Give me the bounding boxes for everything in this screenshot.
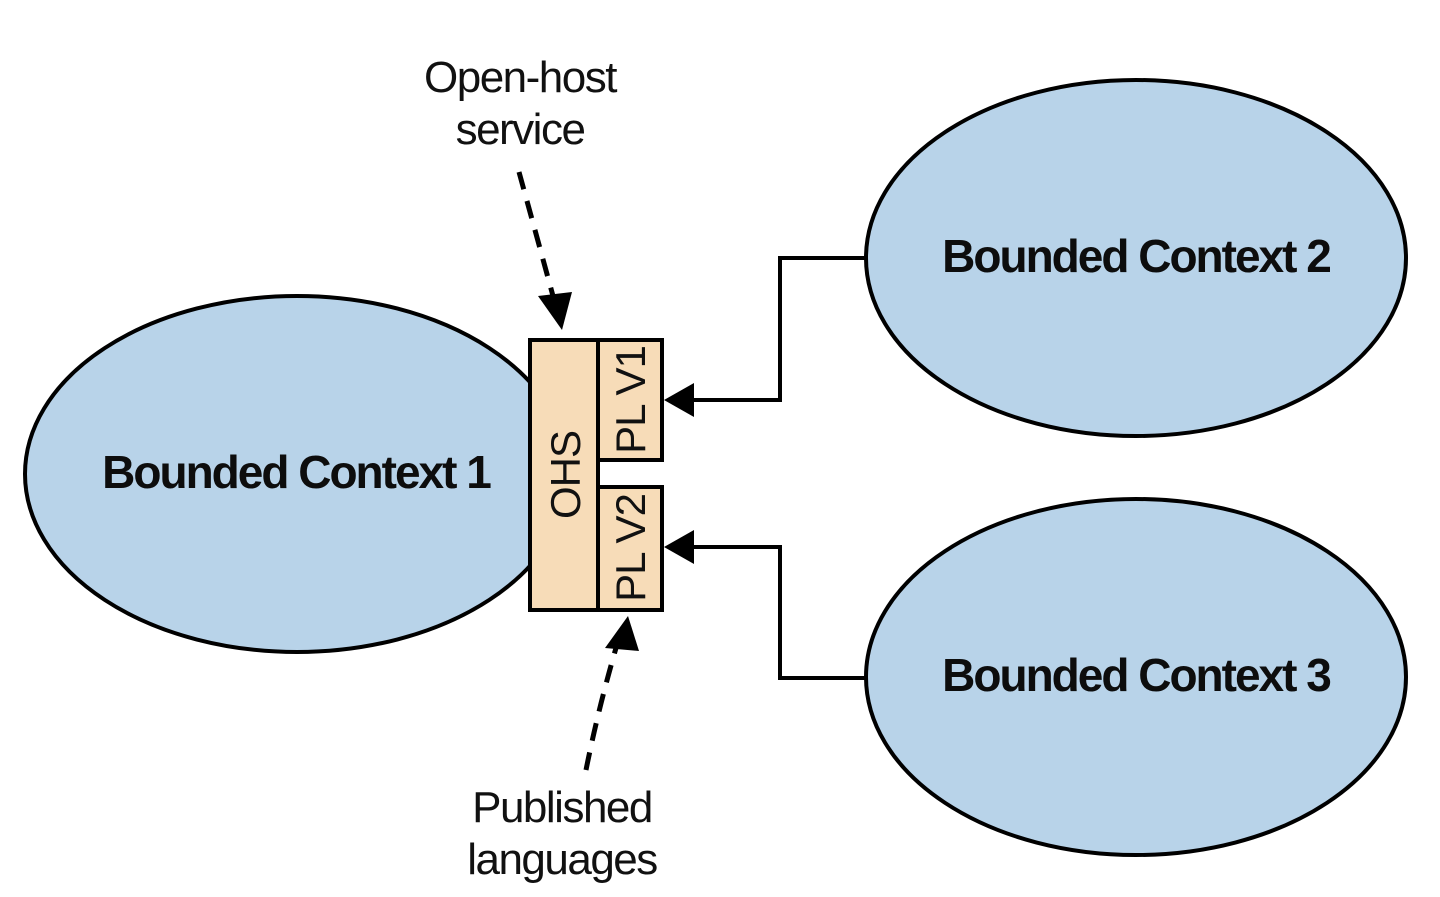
published-languages-annotation: Published languages	[467, 616, 659, 884]
bounded-context-2-label: Bounded Context 2	[942, 230, 1330, 282]
arrowhead-down-icon	[538, 292, 572, 330]
arrowhead-up-icon	[605, 616, 639, 651]
plv2-label: PL V2	[607, 494, 654, 602]
open-host-service-box[interactable]: OHS	[528, 338, 600, 612]
dashed-pointer-line	[583, 647, 619, 771]
bounded-context-3[interactable]: Bounded Context 3	[864, 497, 1408, 857]
connector-line	[690, 545, 868, 680]
plv2-shape	[596, 485, 664, 612]
arrowhead-icon	[664, 383, 694, 417]
plv1-label: PL V1	[607, 346, 654, 454]
dashed-pointer-line	[516, 171, 556, 297]
annotation-line-2: languages	[467, 835, 657, 884]
published-language-v2[interactable]: PL V2	[596, 485, 664, 612]
published-language-v1[interactable]: PL V1	[596, 338, 664, 462]
plv1-shape	[596, 338, 664, 462]
connector-bc2-to-plv1	[664, 256, 868, 417]
ohs-label: OHS	[542, 431, 589, 519]
connector-bc3-to-plv2	[664, 530, 868, 680]
bounded-context-1[interactable]: Bounded Context 1	[23, 294, 571, 654]
connector-line	[690, 256, 868, 402]
bounded-context-1-label: Bounded Context 1	[102, 446, 491, 498]
open-host-service-annotation: Open-host service	[424, 53, 619, 330]
annotation-line-1: Open-host	[424, 53, 617, 102]
annotation-line-2: service	[456, 105, 585, 154]
ohs-shape	[528, 338, 600, 612]
arrowhead-icon	[664, 530, 694, 564]
bounded-context-3-label: Bounded Context 3	[942, 649, 1330, 701]
annotation-line-1: Published	[472, 783, 652, 832]
bounded-context-2[interactable]: Bounded Context 2	[864, 78, 1408, 438]
